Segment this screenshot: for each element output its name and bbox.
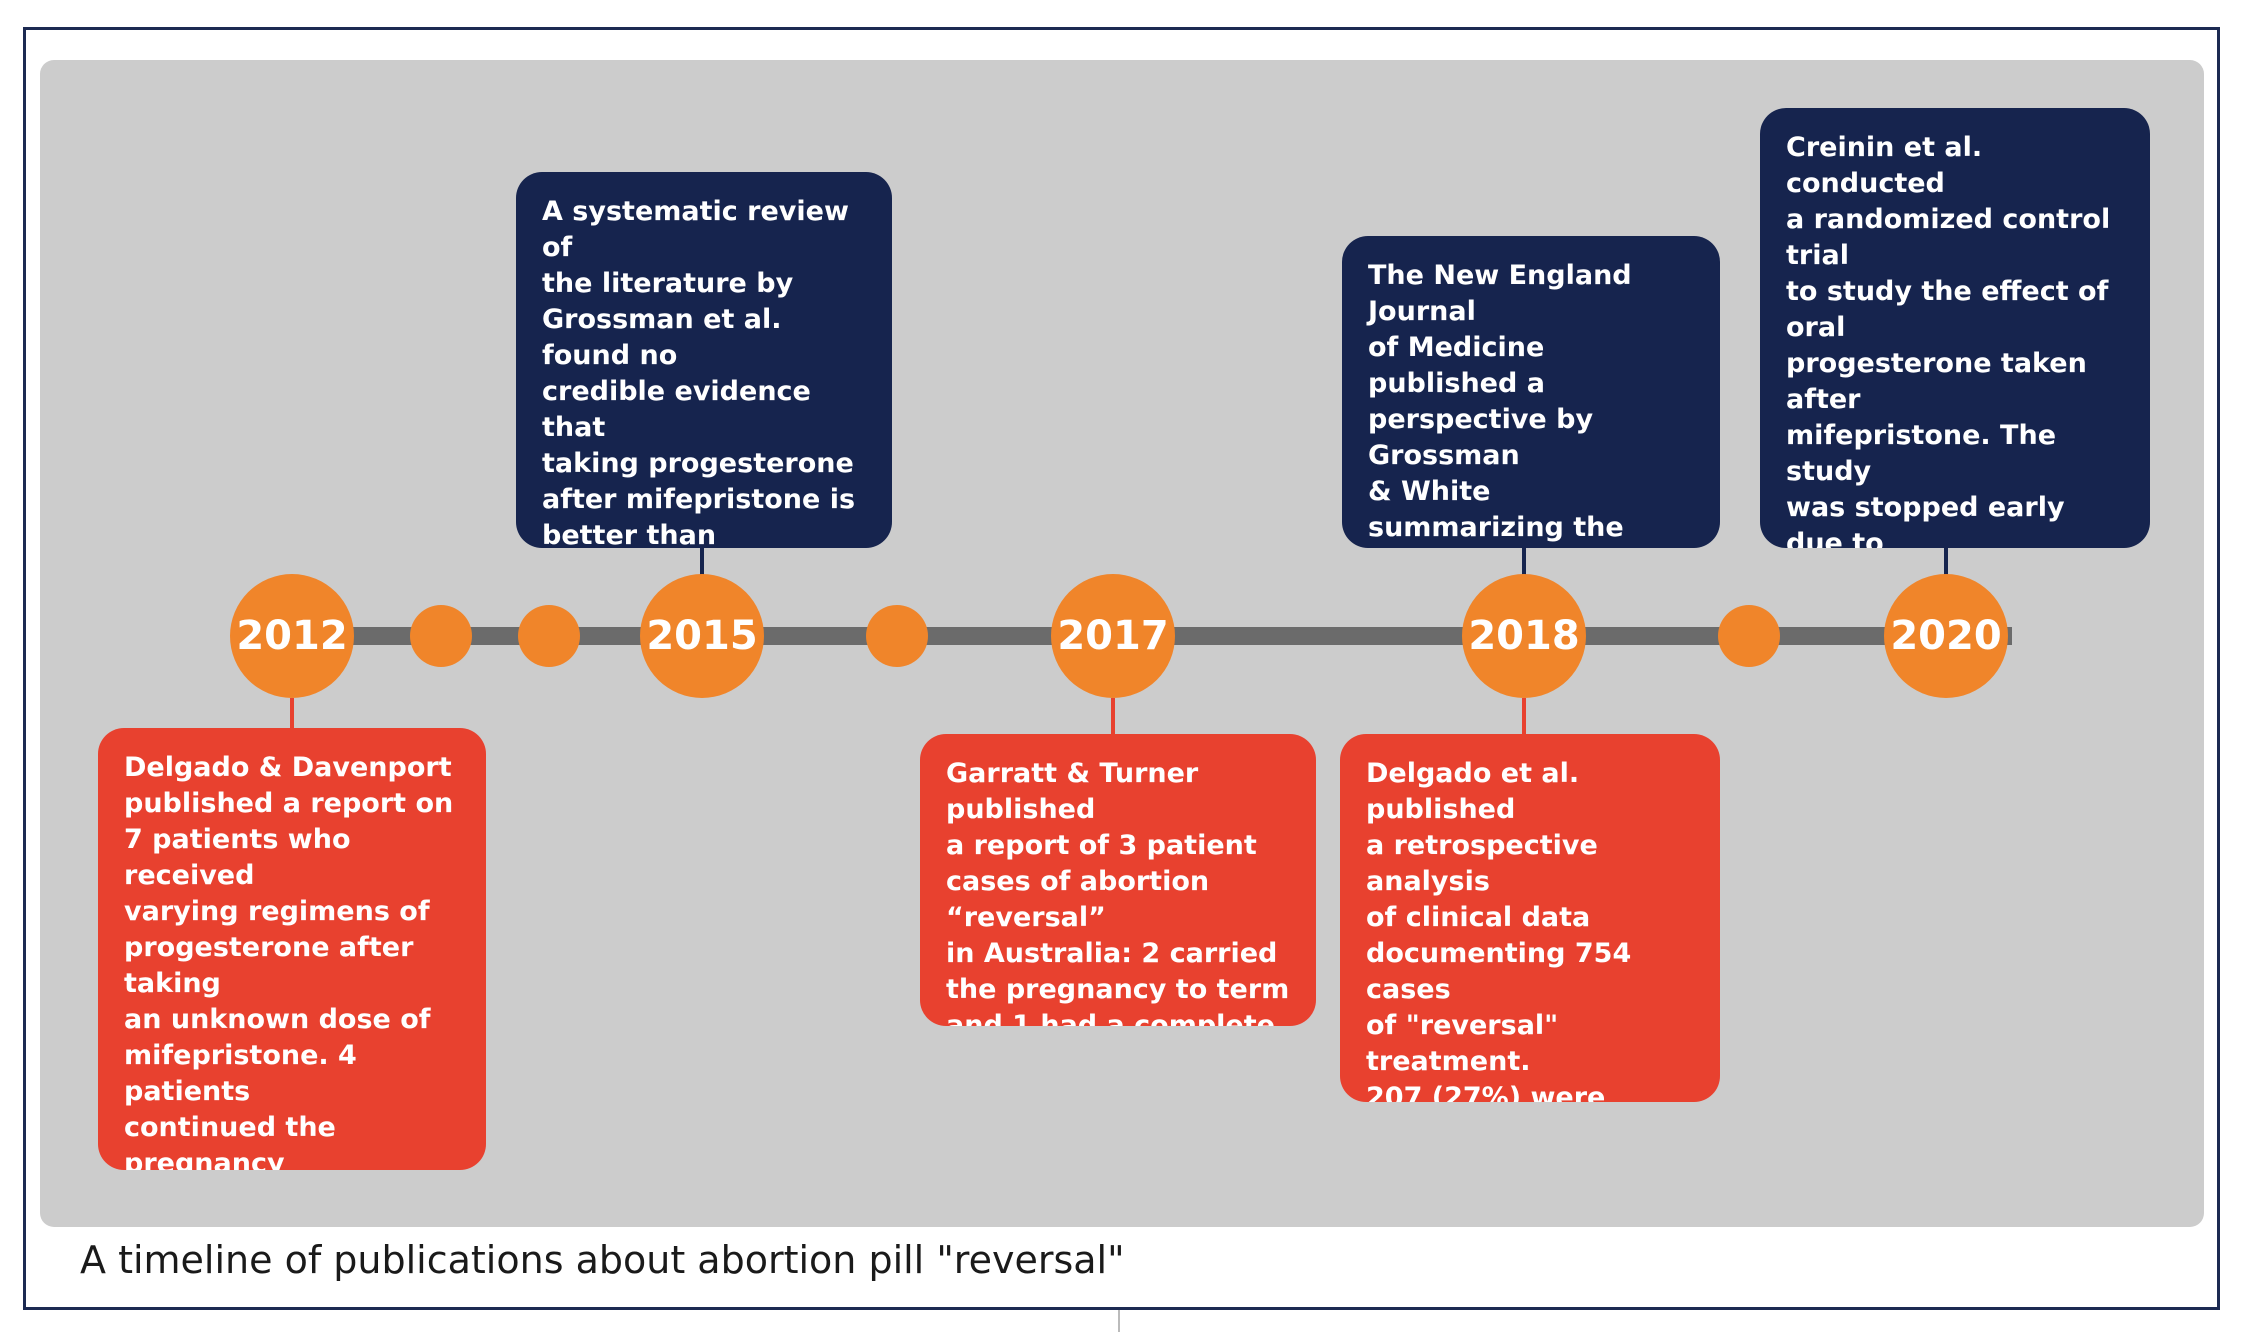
- year-node-2012: 2012: [230, 574, 354, 698]
- year-node-2018: 2018: [1462, 574, 1586, 698]
- event-box-garratt-turner: Garratt & Turner published a report of 3…: [920, 734, 1316, 1026]
- event-box-delgado-davenport: Delgado & Davenport published a report o…: [98, 728, 486, 1170]
- event-box-delgado-2018: Delgado et al. published a retrospective…: [1340, 734, 1720, 1102]
- event-box-grossman-review: A systematic review of the literature by…: [516, 172, 892, 548]
- connector-2015: [700, 545, 704, 575]
- connector-2018-top: [1522, 545, 1526, 575]
- timeline-dot: [1718, 605, 1780, 667]
- year-node-2015: 2015: [640, 574, 764, 698]
- connector-2018-bottom: [1522, 698, 1526, 734]
- bottom-tick-mark: [1118, 1310, 1120, 1332]
- timeline-dot: [518, 605, 580, 667]
- year-node-2017: 2017: [1051, 574, 1175, 698]
- connector-2017: [1111, 698, 1115, 734]
- connector-2012: [290, 698, 294, 728]
- connector-2020: [1944, 545, 1948, 575]
- figure-caption: A timeline of publications about abortio…: [80, 1238, 1125, 1282]
- event-box-creinin-trial: Creinin et al. conducted a randomized co…: [1760, 108, 2150, 548]
- event-box-nejm-perspective: The New England Journal of Medicine publ…: [1342, 236, 1720, 548]
- year-node-2020: 2020: [1884, 574, 2008, 698]
- timeline-dot: [866, 605, 928, 667]
- timeline-dot: [410, 605, 472, 667]
